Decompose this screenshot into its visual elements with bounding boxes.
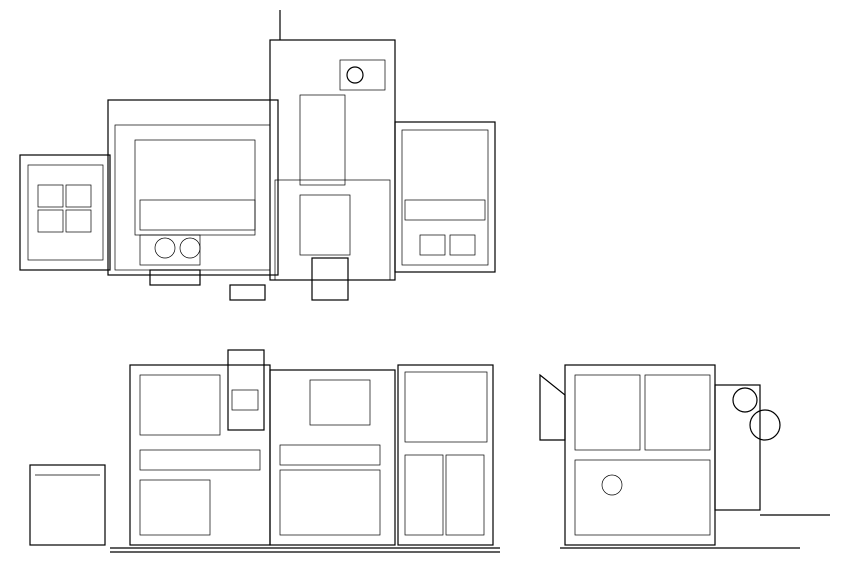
tray-infeed-unit (19, 154, 111, 271)
plan-view (19, 10, 496, 301)
sealing-station (394, 121, 496, 273)
forming-module (129, 364, 271, 546)
central-unit (269, 39, 396, 281)
hmi-panel (227, 349, 265, 431)
vacuum-pump (714, 384, 761, 511)
infeed-cart (29, 464, 106, 546)
side-view (539, 364, 830, 549)
front-view (29, 349, 500, 553)
control-panel (311, 257, 349, 301)
central-module (269, 369, 396, 546)
foot-pedal (229, 284, 266, 301)
forming-station (107, 99, 279, 276)
sealing-module (397, 364, 494, 546)
